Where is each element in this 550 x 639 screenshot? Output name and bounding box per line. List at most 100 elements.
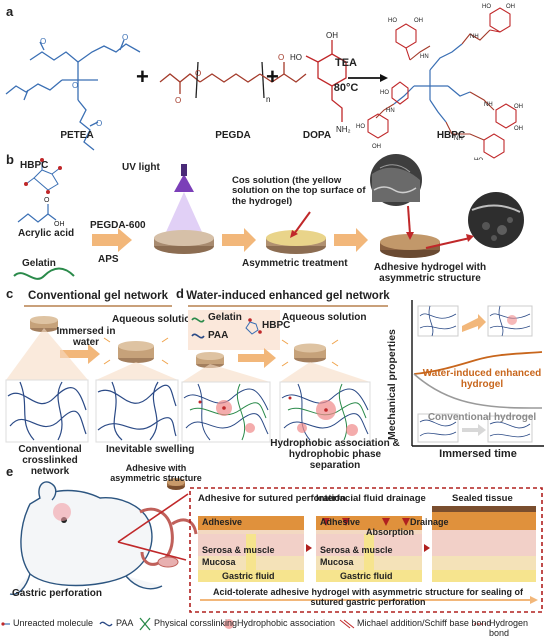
legend-paa-label: PAA [116, 618, 134, 628]
b-aps-label: APS [98, 254, 119, 265]
e-stage3-label: Sealed tissue [452, 493, 513, 504]
d-immersed-arrow [238, 348, 276, 368]
gelatin-icon [13, 267, 75, 280]
e-gastric-perforation-label: Gastric perforation [12, 588, 103, 599]
svg-text:OH: OH [372, 144, 381, 150]
petea-label: PETEA [60, 130, 94, 141]
tissue-panel-2 [316, 516, 422, 582]
svg-text:NH₂: NH₂ [336, 125, 351, 134]
svg-text:O: O [195, 69, 201, 78]
d-title: Water-induced enhanced gel network [186, 290, 390, 302]
d-aqueous-label: Aqueous solution [282, 312, 367, 323]
e-serosa-label-2: Serosa & muscle [320, 545, 393, 555]
b-asym-treatment-label: Asymmetric treatment [242, 258, 348, 269]
svg-text:OH: OH [326, 31, 338, 40]
panel-e-illustration [9, 478, 543, 613]
e-stage2-label: Interfacial fluid drainage [316, 493, 426, 504]
panel-label-c: c [6, 286, 14, 301]
graph-x-label: Immersed time [439, 448, 517, 460]
svg-text:NH: NH [484, 102, 493, 108]
d-gelatin-icon [191, 317, 205, 323]
uv-light-icon [166, 164, 202, 232]
swelling-rays [103, 337, 169, 365]
svg-text:O: O [96, 119, 102, 128]
svg-text:O: O [72, 81, 78, 90]
hydrophobic-association-icon [224, 619, 234, 629]
b-uv-light-label: UV light [122, 162, 160, 173]
b-hbpc-label: HBPC [20, 160, 49, 171]
c-title: Conventional gel network [28, 290, 168, 302]
process-arrow-3 [334, 228, 368, 252]
hydrogel-disc-2 [266, 230, 326, 254]
svg-text:O: O [278, 53, 284, 62]
svg-text:HO: HO [388, 18, 397, 24]
hbpc-label: HBPC [436, 130, 466, 141]
svg-text:HO: HO [380, 90, 389, 96]
dopa-label: DOPA [302, 130, 332, 141]
d-disc-immersed [294, 343, 326, 363]
svg-text:NH: NH [454, 136, 463, 142]
c-network-label: Conventional crosslinked network [18, 444, 82, 477]
e-drainage-label: Drainage [410, 517, 449, 527]
physical-crosslinking-icon [139, 617, 151, 631]
panel-label-d: d [176, 286, 184, 301]
svg-text:OH: OH [514, 126, 523, 132]
e-gastric-fluid-label-2: Gastric fluid [340, 571, 393, 581]
petea-structure [5, 39, 141, 151]
dopa-structure [305, 40, 347, 122]
panel-d-network [181, 310, 371, 443]
panel-b-process: OH O [13, 154, 524, 280]
graph-enhanced-label: Water-induced enhanced hydrogel [422, 368, 542, 390]
pegda-label: PEGDA [215, 130, 251, 141]
legend-michael-label: Michael addition/Schiff base bond [357, 618, 492, 628]
e-stage1-label: Adhesive for sutured perforation [198, 493, 346, 504]
c-aqueous-label: Aqueous solution [112, 314, 197, 325]
legend-unreacted-label: Unreacted molecule [13, 618, 94, 628]
svg-text:HN: HN [420, 54, 429, 60]
b-cos-solution-label: Cos solution (the yellow solution on the… [232, 175, 366, 207]
svg-text:O: O [175, 96, 181, 105]
svg-text:+: + [136, 64, 149, 89]
svg-text:NH: NH [470, 34, 479, 40]
svg-text:O: O [44, 197, 50, 204]
paa-icon [99, 621, 113, 627]
sem-image-top [370, 154, 422, 206]
conventional-curve [413, 373, 543, 409]
process-arrow-1 [92, 228, 132, 252]
d-association-label: Hydrophobic association & hydrophobic ph… [270, 438, 400, 471]
svg-text:n: n [266, 95, 270, 104]
d-paa-label: PAA [208, 330, 229, 341]
unreacted-molecule-icon [1, 622, 10, 626]
d-gelatin-label: Gelatin [208, 312, 242, 323]
svg-text:+: + [266, 64, 279, 89]
e-serosa-label-1: Serosa & muscle [202, 545, 275, 555]
svg-text:OH: OH [514, 104, 523, 110]
process-arrow-2 [222, 228, 256, 252]
panel-label-a: a [6, 4, 14, 19]
svg-text:O: O [122, 33, 128, 42]
b-acrylic-acid-label: Acrylic acid [18, 228, 75, 239]
svg-text:OH: OH [414, 18, 423, 24]
graph-y-label: Mechanical properties [386, 329, 398, 440]
acrylic-acid-structure [17, 204, 57, 223]
mechanical-properties-graph [411, 300, 544, 447]
svg-text:O: O [40, 37, 46, 46]
b-pegda600-label: PEGDA-600 [90, 220, 146, 231]
legend-icons [1, 617, 486, 631]
b-adhesive-hydrogel-label: Adhesive hydrogel with asymmetric struct… [373, 262, 487, 284]
panel-c-network [5, 316, 179, 443]
pegda-structure [159, 61, 307, 99]
e-detail-frame [189, 487, 543, 613]
enhanced-curve [413, 351, 543, 375]
e-absorption-label: Absorption [366, 527, 414, 537]
tissue-panel-3 [432, 506, 536, 582]
b-gelatin-label: Gelatin [22, 258, 56, 269]
d-hbpc-label: HBPC [262, 320, 291, 331]
d-hbpc-icon [245, 321, 259, 335]
tissue-panel-1 [198, 516, 304, 582]
legend-hydrophobic-label: Hydrophobic association [237, 618, 336, 628]
hydrogel-disc-3 [380, 234, 440, 258]
reagent-label: TEA [335, 57, 357, 69]
